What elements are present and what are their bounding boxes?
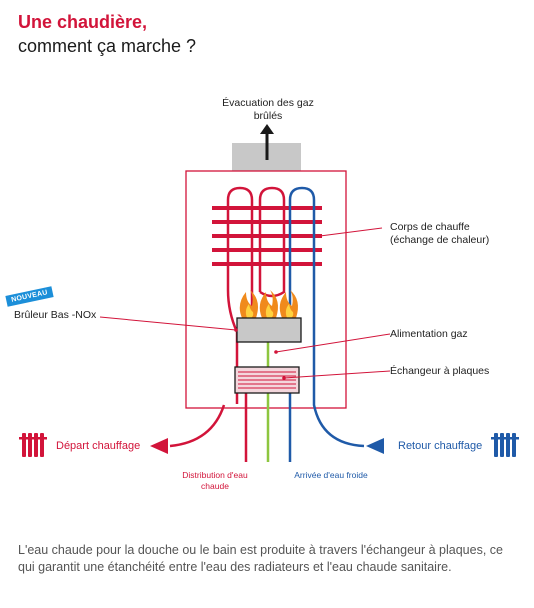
radiator-icon-left: [19, 433, 47, 457]
label-depart-chauffage: Départ chauffage: [56, 440, 141, 452]
burner-flames: [239, 290, 298, 318]
depart-pipe-out: [169, 404, 226, 448]
page-subtitle: comment ça marche ?: [18, 36, 197, 56]
burner-box: [236, 317, 302, 343]
blue-water-pipe: [288, 186, 365, 448]
label-echangeur: Échangeur à plaques: [390, 365, 490, 377]
callout-dots: [234, 234, 322, 380]
radiator-icon-right: [491, 433, 519, 457]
boiler-casing: [185, 170, 347, 409]
label-bruleur: Brûleur Bas -NOx: [14, 309, 97, 321]
plate-exchanger-lines: [238, 371, 296, 389]
exhaust-arrow-head: [260, 124, 274, 134]
page-title: Une chaudière,: [18, 12, 148, 32]
callout-lines: [99, 227, 391, 379]
label-arrivee-eau-froide: Arrivée d'eau froide: [294, 470, 368, 480]
heat-exchanger-fins: [212, 206, 322, 266]
depart-arrow-head: [150, 438, 168, 454]
label-corps-de-chauffe: Corps de chauffe (échange de chaleur): [390, 221, 490, 246]
red-water-pipe: [226, 186, 254, 404]
label-alimentation-gaz: Alimentation gaz: [390, 328, 468, 340]
retour-arrow-head: [366, 438, 384, 454]
label-evacuation: Évacuation des gaz brûlés: [222, 97, 314, 122]
label-retour-chauffage: Retour chauffage: [398, 440, 483, 452]
red-loop-inner: [258, 186, 286, 298]
label-distribution-eau-chaude: Distribution d'eau chaude: [182, 470, 248, 491]
footer-description: L'eau chaude pour la douche ou le bain e…: [18, 543, 503, 574]
